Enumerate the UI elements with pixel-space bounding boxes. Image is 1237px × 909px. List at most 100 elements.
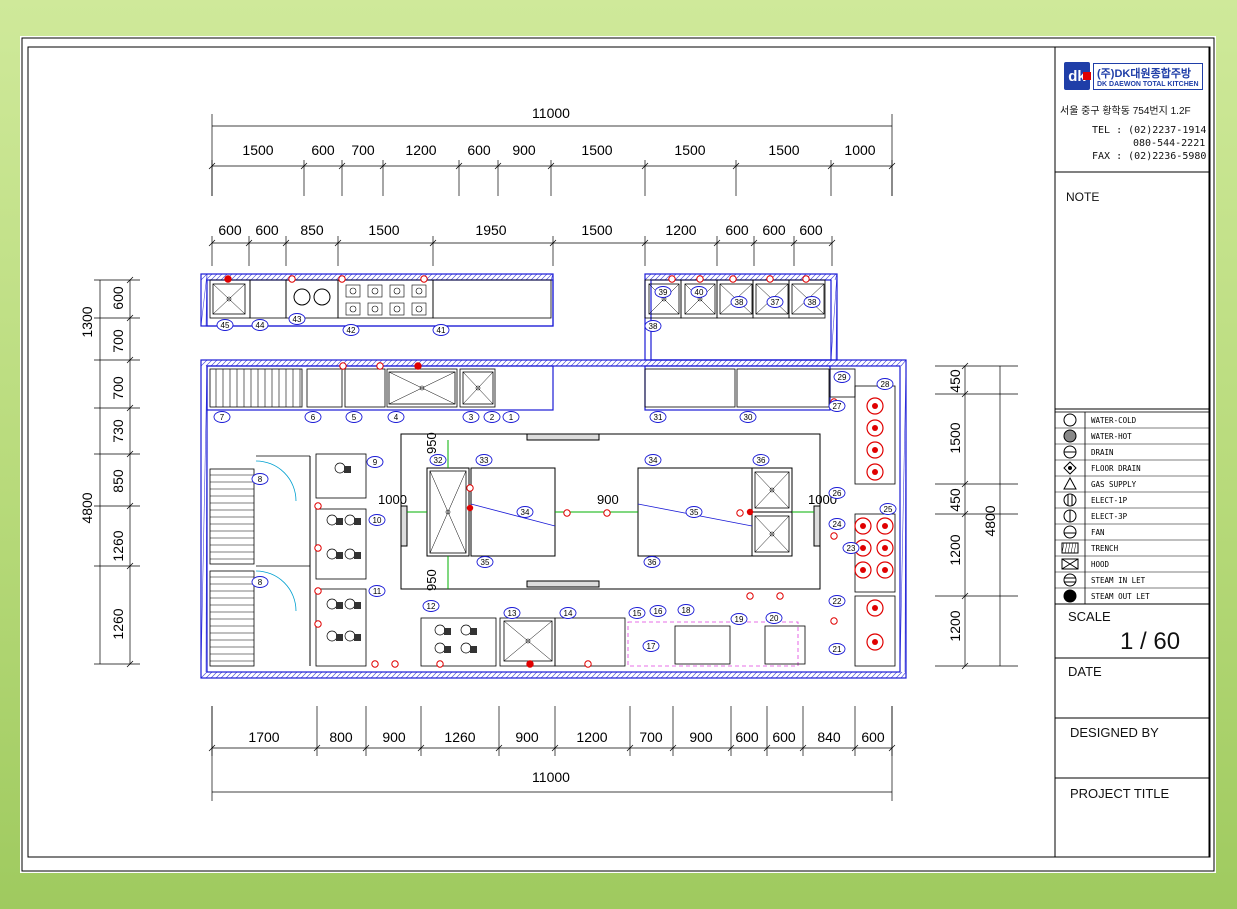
equipment-tag-25: 25 <box>879 503 897 515</box>
equipment-tag-label: 30 <box>744 413 753 422</box>
equipment-tag-39: 36 <box>752 454 770 466</box>
equipment-tag-4: 5 <box>345 411 363 423</box>
floor-drain-icon <box>1063 461 1077 475</box>
equipment-tag-22: 22 <box>828 595 846 607</box>
fan-icon <box>1063 525 1077 539</box>
green-dim-3: 900 <box>597 492 619 507</box>
dim-bottom-10: 840 <box>817 729 841 745</box>
drain-icon <box>1063 445 1077 459</box>
gas-supply-icon <box>1063 476 1077 490</box>
company-name: (주)DK대원종합주방 <box>1097 67 1192 80</box>
equipment-tag-label: 44 <box>256 321 265 330</box>
dim-top1-7: 1500 <box>674 142 705 158</box>
equipment-tag-50: 45 <box>216 319 234 331</box>
fax: (02)2236-5980 <box>1128 151 1207 162</box>
equipment-tag-label: 20 <box>770 614 779 623</box>
dim-top1-2: 700 <box>351 142 375 158</box>
equipment-tag-26: 26 <box>828 487 846 499</box>
dim-bottom-5: 1200 <box>576 729 607 745</box>
dim-top2-2: 850 <box>300 222 324 238</box>
scale-value: 1 / 60 <box>1120 628 1181 655</box>
dim-bottom-total: 11000 <box>532 769 570 785</box>
burners <box>326 397 894 654</box>
equipment-tag-13: 13 <box>503 607 521 619</box>
company-contacts: TEL : (02)2237-1914 080-544-2221 FAX : (… <box>1092 125 1207 162</box>
equipment-tag-label: 14 <box>564 609 573 618</box>
equipment-tag-label: 35 <box>481 558 490 567</box>
dim-left-4: 730 <box>110 419 126 443</box>
company-sub: DK DAEWON TOTAL KITCHEN <box>1097 80 1199 88</box>
dim-bottom-0: 1700 <box>248 729 279 745</box>
sinks <box>212 283 825 662</box>
dim-right-2: 450 <box>947 488 963 512</box>
dim-top1-6: 1500 <box>581 142 612 158</box>
equipment-tag-label: 8 <box>258 578 263 587</box>
equipment-tag-21: 21 <box>828 643 846 655</box>
legend-label-3: FLOOR DRAIN <box>1091 464 1141 473</box>
equipment-tag-label: 38 <box>735 298 744 307</box>
equipment-tag-42: 38 <box>803 296 821 308</box>
dim-bottom-4: 900 <box>515 729 539 745</box>
dim-top2-3: 1500 <box>368 222 399 238</box>
equipment-tag-label: 21 <box>833 645 842 654</box>
equipment-tag-label: 2 <box>490 413 495 422</box>
legend-label-9: HOOD <box>1091 560 1110 569</box>
dim-bottom-7: 900 <box>689 729 713 745</box>
equipment-tag-46: 41 <box>432 324 450 336</box>
equipment-tag-label: 38 <box>649 322 658 331</box>
dim-top1-8: 1500 <box>768 142 799 158</box>
date-label: DATE <box>1068 664 1102 679</box>
dim-right-0: 450 <box>947 369 963 393</box>
dim-top1-3: 1200 <box>405 142 436 158</box>
equipment-tag-label: 38 <box>808 298 817 307</box>
note-label: NOTE <box>1066 190 1100 204</box>
elect-3p-icon <box>1063 509 1077 523</box>
equipment-tag-label: 8 <box>258 475 263 484</box>
dim-left-7: 1260 <box>110 608 126 639</box>
dim-bottom-6: 700 <box>639 729 663 745</box>
equipment-tag-label: 31 <box>654 413 663 422</box>
stairs <box>210 369 301 662</box>
equipment-tag-15: 15 <box>628 607 646 619</box>
legend-label-5: ELECT-1P <box>1091 496 1128 505</box>
equipment-tag-19: 19 <box>730 613 748 625</box>
equipment-tag-label: 39 <box>659 288 668 297</box>
equipment-tag-12: 12 <box>422 600 440 612</box>
dim-top2-8: 600 <box>762 222 786 238</box>
dim-bottom-11: 600 <box>861 729 885 745</box>
dim-bottom-8: 600 <box>735 729 759 745</box>
equipment-tag-17: 17 <box>642 640 660 652</box>
equipment-tag-label: 41 <box>437 326 446 335</box>
equipment-tag-20: 20 <box>765 612 783 624</box>
equipment-tag-32: 32 <box>429 454 447 466</box>
dim-left-6: 1260 <box>110 530 126 561</box>
equipment-tag-label: 26 <box>833 489 842 498</box>
equipment-tag-label: 43 <box>293 315 302 324</box>
project-title-label: PROJECT TITLE <box>1070 786 1170 801</box>
wall-hatching <box>200 273 907 679</box>
equipment-tag-label: 40 <box>695 288 704 297</box>
equipment-tag-label: 17 <box>647 642 656 651</box>
dim-bottom-2: 900 <box>382 729 406 745</box>
equipment-tag-label: 11 <box>373 587 382 596</box>
equipment-tag-2: 3 <box>462 411 480 423</box>
water-hot-icon <box>1063 429 1077 443</box>
legend-label-10: STEAM IN LET <box>1091 576 1146 585</box>
equipment-tag-label: 23 <box>847 544 856 553</box>
equipment-tag-5: 6 <box>304 411 322 423</box>
dim-left-5: 850 <box>110 469 126 493</box>
equipment-tag-31: 31 <box>649 411 667 423</box>
dim-bottom-3: 1260 <box>444 729 475 745</box>
equipment-tag-label: 45 <box>221 321 230 330</box>
dim-left-8: 4800 <box>79 492 95 523</box>
green-dim-5: 950 <box>424 569 439 591</box>
equipment-tag-label: 29 <box>838 373 847 382</box>
equipment-tag-43: 38 <box>644 320 662 332</box>
dim-top-total: 11000 <box>532 105 570 121</box>
inner-frame <box>27 46 1211 858</box>
